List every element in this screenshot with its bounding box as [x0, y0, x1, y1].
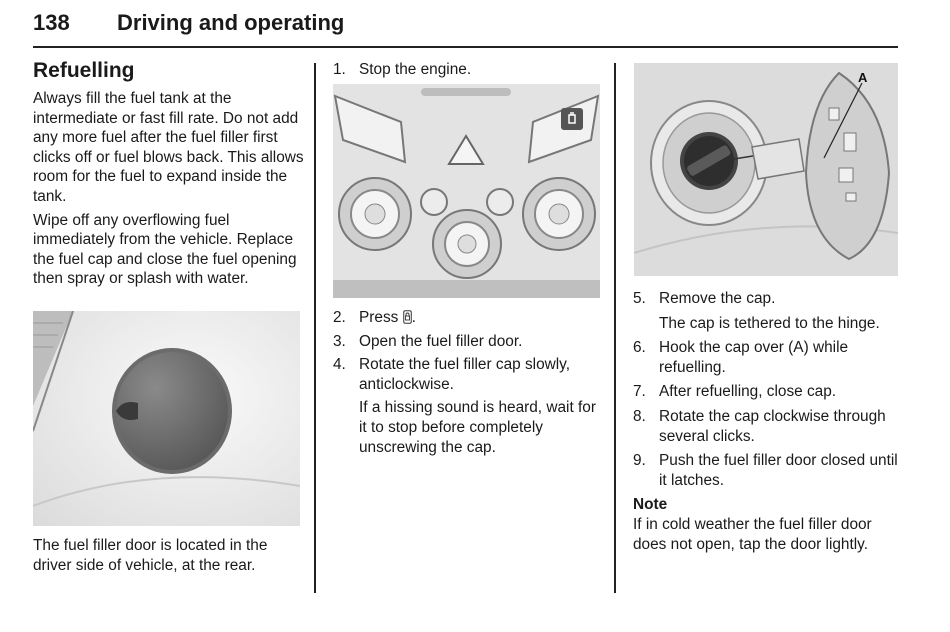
step-text: Press [359, 309, 399, 326]
step-3: 3. Open the fuel filler door. [333, 332, 603, 352]
step-9: 9. Push the fuel filler door closed until… [633, 451, 901, 490]
note-text: If in cold weather the fuel filler door … [633, 515, 872, 553]
step-5: 5. Remove the cap. [633, 289, 901, 309]
step-text: Push the fuel filler door closed until i… [659, 452, 898, 489]
step-number: 9. [633, 452, 646, 470]
page-number: 138 [33, 10, 70, 35]
step-text: Stop the engine. [359, 61, 472, 78]
step-number: 5. [633, 290, 646, 307]
column-divider-2 [614, 63, 616, 593]
step-1: 1. Stop the engine. [333, 60, 603, 80]
para-fill-rate: Always fill the fuel tank at the interme… [33, 90, 304, 205]
step-number: 6. [633, 339, 646, 357]
col2-steps: 2.Press . 3.Open the fuel filler door. 4… [333, 308, 603, 457]
chapter-title: Driving and operating [117, 10, 345, 35]
step-text: Remove the cap. [659, 290, 776, 307]
step-7: 7. After refuelling, close cap. [633, 382, 901, 402]
para-overflow: Wipe off any overflowing fuel immediatel… [33, 211, 297, 288]
fuel-door-illustration [33, 311, 300, 526]
col3-steps: 5. Remove the cap. The cap is tethered to… [633, 289, 901, 554]
fuel-door-button-icon [402, 310, 412, 324]
header-rule [33, 46, 898, 48]
step-text: After refuelling, close cap. [659, 383, 837, 401]
step-number: 3. [333, 332, 346, 350]
step-text: Rotate the cap clockwise through several… [659, 407, 886, 445]
section-title: Refuelling [33, 59, 135, 82]
step-number: 2. [333, 309, 346, 326]
step-text: Open the fuel filler door. [359, 332, 523, 350]
step-2: 2.Press . [333, 309, 416, 326]
step-number: 7. [633, 383, 646, 401]
step-text: Rotate the fuel filler cap slowly, antic… [359, 356, 571, 393]
hook-label: A [858, 70, 868, 85]
step-5-detail: The cap is tethered to the hinge. [659, 314, 880, 332]
step-4-detail: If a hissing sound is heard, wait for it… [359, 399, 596, 456]
step-8: 8. Rotate the cap clockwise through sever… [633, 407, 901, 446]
col1-text: Always fill the fuel tank at the interme… [33, 89, 305, 289]
fuel-cap-illustration: A [634, 63, 898, 276]
step-number: 4. [333, 356, 346, 374]
column-divider-1 [314, 63, 316, 593]
step-4: 4. Rotate the fuel filler cap slowly, ant… [333, 355, 603, 394]
step-number: 1. [333, 61, 346, 78]
step-text: Hook the cap over (A) while refuelling. [659, 339, 849, 376]
step-number: 8. [633, 407, 646, 425]
step-6: 6. Hook the cap over (A) while refuelling… [633, 338, 901, 377]
fuel-door-caption: The fuel filler door is located in the d… [33, 537, 268, 574]
note-heading: Note [633, 496, 668, 514]
dashboard-illustration [333, 84, 600, 298]
